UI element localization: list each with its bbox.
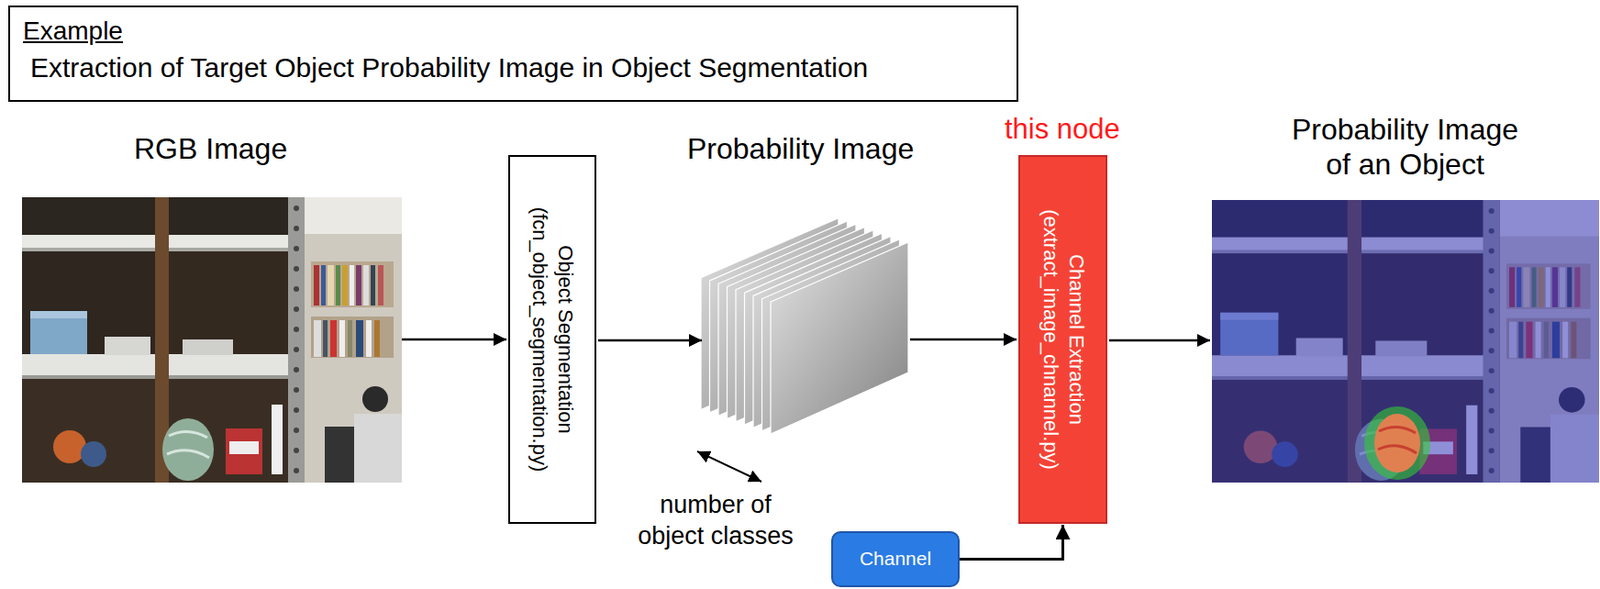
shelf-scene xyxy=(1211,200,1600,483)
blue-overlay xyxy=(1211,200,1600,483)
rgb-photo xyxy=(22,197,402,483)
probability-stack xyxy=(700,218,909,434)
image-label: Probability Image of an Object xyxy=(1283,111,1527,183)
flow-arrow xyxy=(598,339,702,343)
node-title: Channel Extraction xyxy=(1063,209,1089,470)
image-label: RGB Image xyxy=(133,131,288,167)
node-title: Example xyxy=(22,14,1004,47)
object-probability-image xyxy=(1211,200,1600,483)
node-text: (extract_image_chnannel.py) xyxy=(1037,209,1064,470)
highlighted-object xyxy=(1374,413,1421,473)
example-box: ExampleExtraction of Target Object Proba… xyxy=(8,5,1019,102)
callout-label: this node xyxy=(1004,111,1121,146)
connector-arrow xyxy=(959,524,1064,560)
node-text: Extraction of Target Object Probability … xyxy=(30,50,1004,86)
channel-button: Channel xyxy=(831,531,960,588)
image-label: Probability Image xyxy=(687,131,914,167)
probability-slice xyxy=(770,242,909,434)
flow-arrow xyxy=(401,338,507,342)
dimension-arrow xyxy=(697,451,762,482)
highlighted-process-box: Channel Extraction(extract_image_chnanne… xyxy=(1018,155,1108,524)
process-box: Object Segmentation(fcn_object_segmentat… xyxy=(508,155,597,524)
node-title: Channel xyxy=(859,546,932,571)
rotated-text: Channel Extraction(extract_image_chnanne… xyxy=(1037,209,1089,470)
rotated-text: Object Segmentation(fcn_object_segmentat… xyxy=(527,207,578,473)
object-texture xyxy=(1377,426,1417,454)
shelf-scene xyxy=(22,197,402,483)
flow-arrow xyxy=(1109,339,1211,343)
green-glow xyxy=(1364,406,1431,480)
node-text: (fcn_object_segmentation.py) xyxy=(527,207,554,473)
node-title: Object Segmentation xyxy=(552,207,578,473)
dimension-label: number of object classes xyxy=(628,489,803,553)
flow-arrow xyxy=(910,338,1017,342)
